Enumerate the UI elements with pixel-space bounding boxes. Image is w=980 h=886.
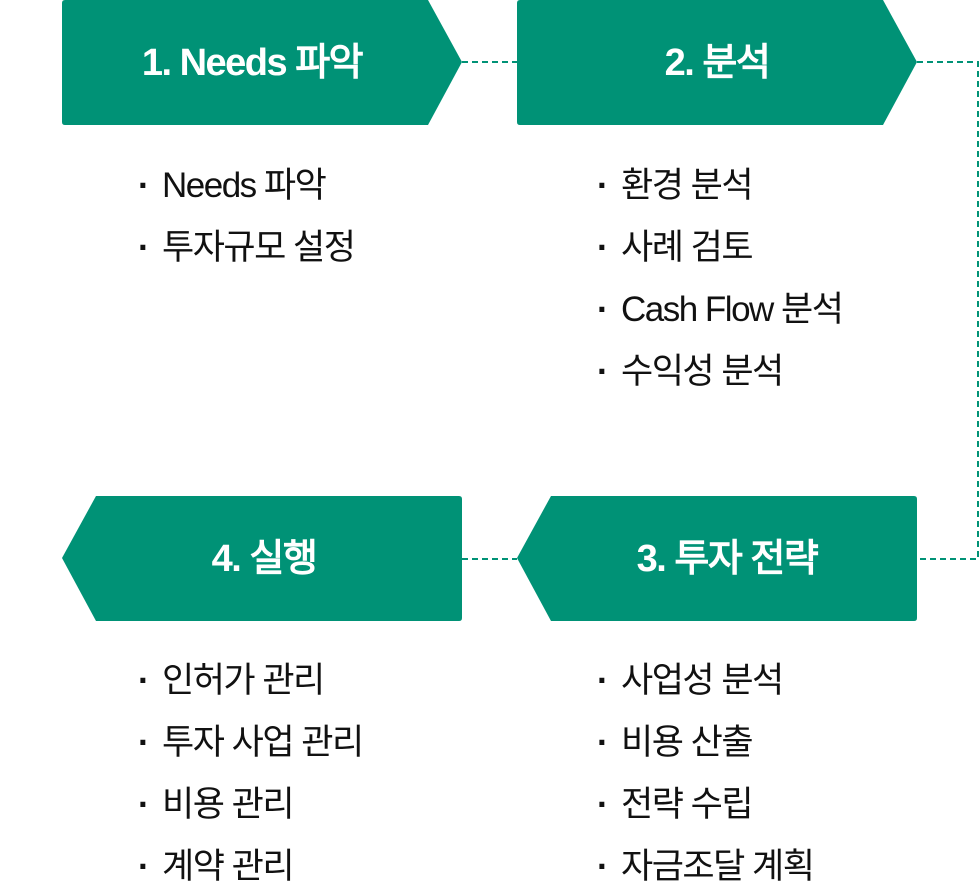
list-item: 비용 관리: [138, 774, 363, 836]
step-2-items: 환경 분석 사례 검토 Cash Flow 분석 수익성 분석: [597, 155, 844, 403]
step-4-title: 4. 실행: [211, 538, 318, 580]
list-item: 비용 산출: [597, 712, 813, 774]
list-item: Cash Flow 분석: [597, 279, 844, 341]
list-item: 수익성 분석: [597, 341, 842, 403]
step-1-items: Needs 파악 투자규모 설정: [138, 155, 356, 279]
connector-2-3: [917, 61, 979, 560]
list-item: 전략 수립: [597, 774, 813, 836]
step-3-items: 사업성 분석 비용 산출 전략 수립 자금조달 계획: [597, 650, 815, 886]
step-3-arrow-shape: [517, 496, 917, 621]
step-1-arrow-shape: [62, 0, 462, 125]
step-2-arrow-shape: [517, 0, 917, 125]
list-item: 환경 분석: [597, 155, 842, 217]
list-item: 투자규모 설정: [138, 217, 356, 279]
list-item: Needs 파악: [138, 155, 354, 217]
step-1-title: 1. Needs 파악: [141, 42, 364, 84]
list-item: 투자 사업 관리: [138, 712, 364, 774]
list-item: 계약 관리: [138, 836, 363, 886]
list-item: 사업성 분석: [597, 650, 813, 712]
list-item: 사례 검토: [597, 217, 842, 279]
step-3-title: 3. 투자 전략: [636, 538, 819, 580]
step-4-arrow-shape: [62, 496, 462, 621]
step-4-items: 인허가 관리 투자 사업 관리 비용 관리 계약 관리: [138, 650, 364, 886]
step-2-title: 2. 분석: [664, 42, 771, 84]
list-item: 인허가 관리: [138, 650, 363, 712]
list-item: 자금조달 계획: [597, 836, 815, 886]
